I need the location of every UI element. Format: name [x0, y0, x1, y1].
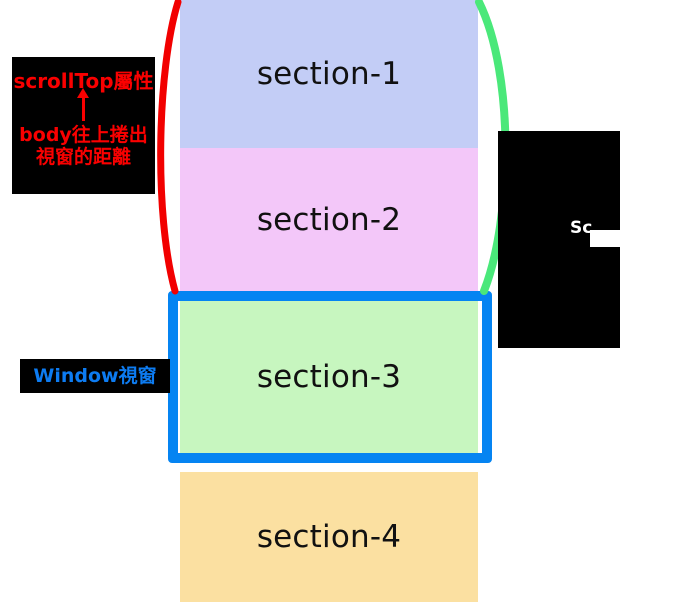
section-block-2: section-2	[180, 148, 478, 292]
scrolltop-callout-line3: 視窗的距離	[35, 145, 131, 168]
section-4-label: section-4	[256, 518, 402, 555]
scrolltop-brace-curve	[157, 0, 182, 295]
scroll-callout-occluder-top	[620, 131, 700, 230]
section-block-1: section-1	[180, 0, 478, 148]
section-3-label: section-3	[256, 358, 402, 395]
window-callout: Window視窗	[20, 359, 170, 393]
scrolltop-callout-title: scrollTop屬性	[13, 69, 154, 93]
window-viewport-frame	[168, 291, 492, 463]
scrolltop-callout: scrollTop屬性 body往上捲出 視窗的距離	[12, 57, 155, 194]
section-block-3: section-3	[180, 301, 478, 453]
scrolltop-callout-line2: body往上捲出	[19, 124, 148, 147]
window-callout-label: Window視窗	[33, 364, 157, 387]
arrow-up-icon	[77, 88, 89, 122]
scroll-callout-occluder-bar	[590, 230, 678, 247]
section-2-label: section-2	[256, 201, 402, 238]
scroll-callout-label: Sc	[570, 218, 593, 238]
scroll-callout-occluder-bottom	[620, 247, 700, 348]
section-block-4: section-4	[180, 472, 478, 602]
section-1-label: section-1	[256, 55, 402, 92]
